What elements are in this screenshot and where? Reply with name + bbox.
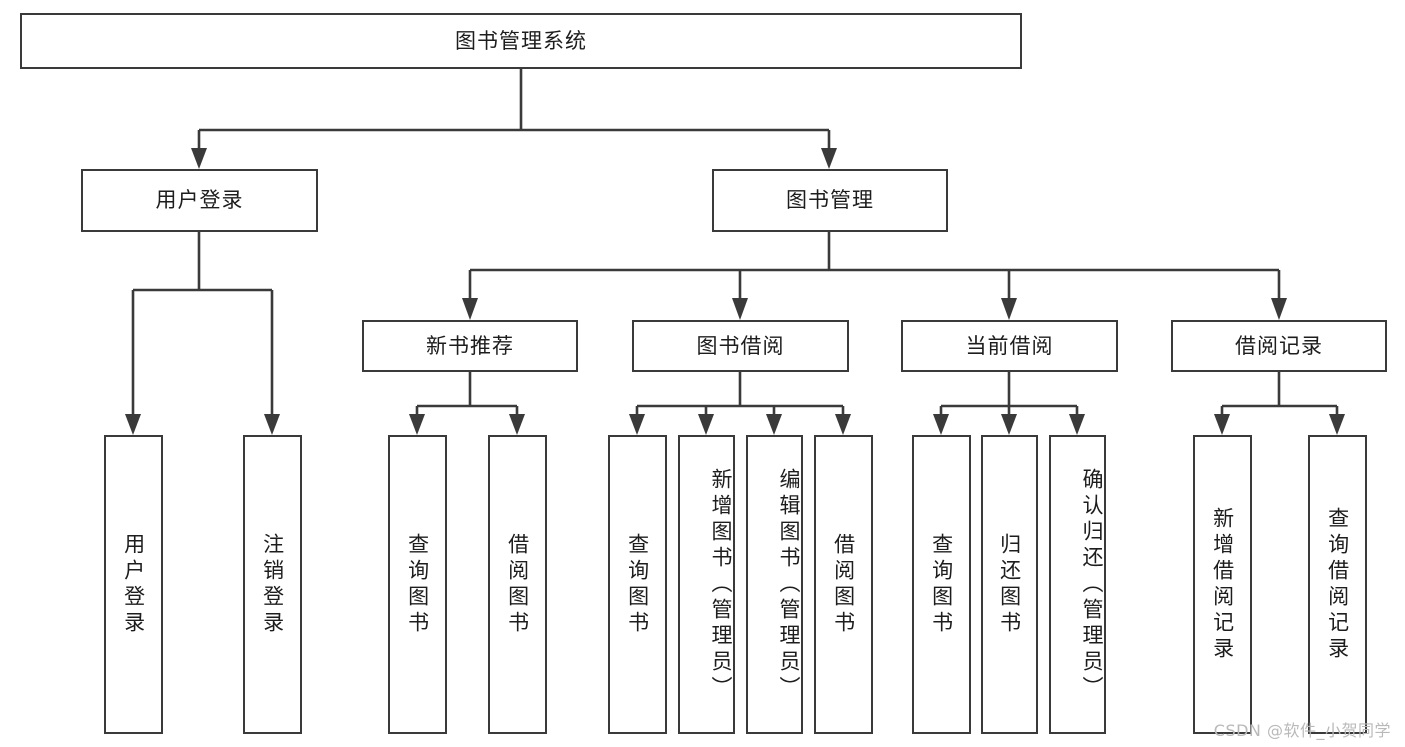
watermark-text: CSDN @软件_小贺同学 [1213, 721, 1391, 740]
node-leaf-borrow-book-1[interactable]: 借阅图书 [488, 435, 547, 734]
node-label: 确认归还（管理员） [1080, 467, 1104, 702]
node-leaf-logout-login[interactable]: 注销登录 [243, 435, 302, 734]
node-leaf-add-record[interactable]: 新增借阅记录 [1193, 435, 1252, 734]
node-label: 注销登录 [260, 532, 285, 637]
node-label: 查询图书 [405, 532, 430, 637]
node-new-book-recommend[interactable]: 新书推荐 [362, 320, 578, 372]
node-label: 图书管理 [786, 188, 874, 213]
node-borrow-record[interactable]: 借阅记录 [1171, 320, 1387, 372]
node-leaf-user-login[interactable]: 用户登录 [104, 435, 163, 734]
node-label: 借阅图书 [831, 532, 856, 637]
node-label: 查询图书 [929, 532, 954, 637]
node-label: 查询图书 [625, 532, 650, 637]
node-leaf-query-record[interactable]: 查询借阅记录 [1308, 435, 1367, 734]
node-label: 用户登录 [121, 532, 146, 637]
node-leaf-add-book[interactable]: 新增图书（管理员） [678, 435, 735, 734]
node-leaf-return-book[interactable]: 归还图书 [981, 435, 1038, 734]
node-root-system[interactable]: 图书管理系统 [20, 13, 1022, 69]
node-label: 新书推荐 [426, 333, 514, 358]
node-label: 用户登录 [155, 188, 244, 213]
node-label: 借阅记录 [1235, 333, 1323, 358]
node-label: 新增图书（管理员） [709, 467, 733, 702]
node-label: 归还图书 [997, 532, 1022, 637]
node-leaf-borrow-book-2[interactable]: 借阅图书 [814, 435, 873, 734]
node-leaf-edit-book[interactable]: 编辑图书（管理员） [746, 435, 803, 734]
node-label: 借阅图书 [505, 532, 530, 637]
node-leaf-query-book-3[interactable]: 查询图书 [912, 435, 971, 734]
node-current-borrow[interactable]: 当前借阅 [901, 320, 1118, 372]
node-user-login[interactable]: 用户登录 [81, 169, 318, 232]
node-label: 图书借阅 [696, 333, 785, 358]
node-leaf-query-book-2[interactable]: 查询图书 [608, 435, 667, 734]
node-label: 编辑图书（管理员） [777, 467, 801, 702]
node-label: 查询借阅记录 [1325, 506, 1350, 663]
node-label: 图书管理系统 [455, 28, 587, 53]
node-book-manage[interactable]: 图书管理 [712, 169, 948, 232]
node-label: 新增借阅记录 [1210, 506, 1235, 663]
node-leaf-confirm-return[interactable]: 确认归还（管理员） [1049, 435, 1106, 734]
node-leaf-query-book-1[interactable]: 查询图书 [388, 435, 447, 734]
node-label: 当前借阅 [965, 333, 1054, 358]
node-book-borrow[interactable]: 图书借阅 [632, 320, 849, 372]
